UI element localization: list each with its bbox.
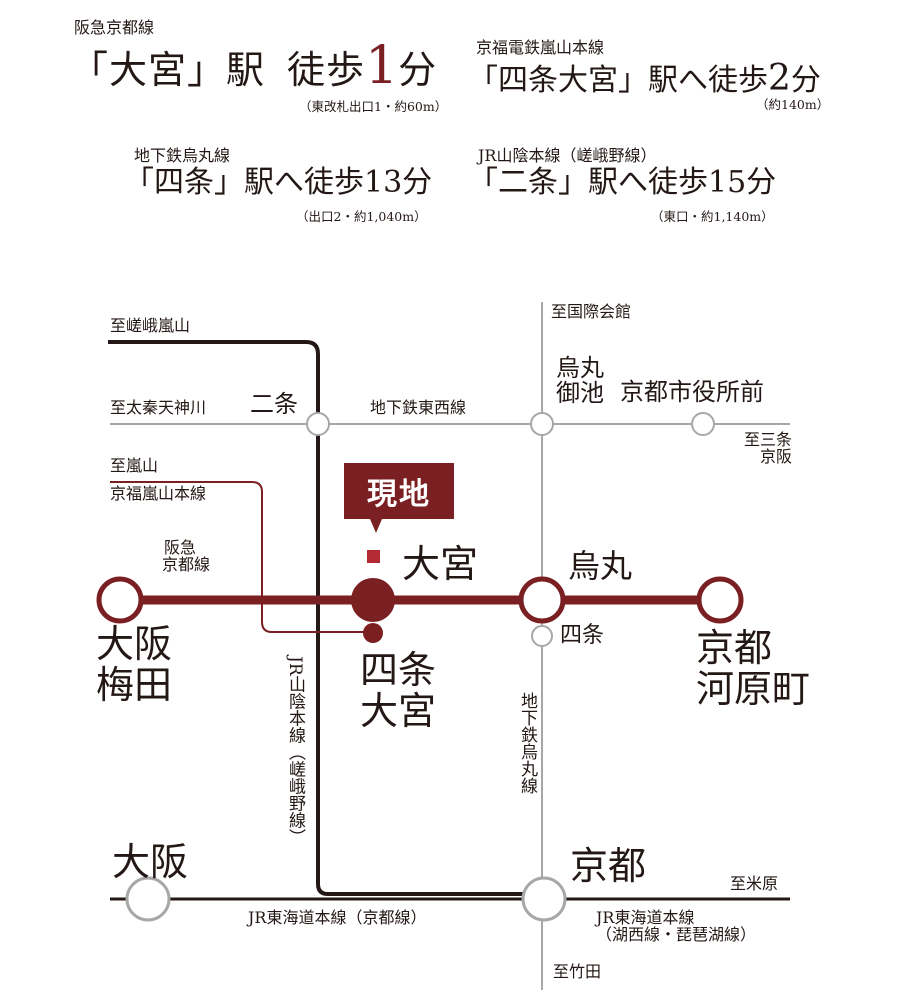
to-kokusaikaikan: 至国際会館 [551,302,632,321]
walk-text: 徒歩 [287,48,366,92]
kawaramachi-1: 京都 [696,626,773,670]
kawaramachi-label: 京都 河原町 [696,626,811,712]
tokaido-kosei-label: JR東海道本線 （湖西線・琵琶湖線） [596,908,757,944]
to-sanjo-keihan-1: 至三条 [744,430,793,449]
nijo-walk-heading: 「二条」駅へ徒歩15分 [468,165,777,200]
shijo-omiya-main: 「四条大宮」駅へ徒歩 [468,63,768,98]
shiyakusho-label: 京都市役所前 [620,378,764,406]
station-nijo [306,412,330,436]
osaka-umeda-label: 大阪 梅田 [96,622,173,708]
shijo-label: 四条 [560,623,605,648]
station-osaka [125,876,171,922]
omiya-walk-heading: 「大宮」駅徒歩1分 [70,36,437,96]
genchi-label: 現地 [344,463,454,519]
shijo-omiya-walk-heading: 「四条大宮」駅へ徒歩2分 [468,58,821,99]
kawaramachi-2: 河原町 [696,667,811,712]
keifuku-line-map-label: 京福嵐山本線 [110,484,207,503]
bracket-open: 「 [70,48,110,92]
station-osaka-umeda [96,576,144,624]
station-omiya: 大宮 [109,48,188,92]
jr-sanin-line [108,340,545,896]
to-sanjo-keihan: 至三条 京阪 [744,430,793,466]
osaka-umeda-2: 梅田 [96,663,173,708]
tozai-line-label: 地下鉄東西線 [370,398,467,417]
genchi-pointer [370,519,382,533]
shijo-omiya-label: 四条 大宮 [360,648,437,734]
shijo-note: （出口2・約1,040m） [296,209,427,224]
nijo-note: （東口・約1,140m） [651,209,774,224]
kyoto-label: 京都 [570,844,647,888]
omiya-label: 大宮 [402,542,479,586]
shijo-omiya-note: （約140m） [756,97,830,112]
keifuku-arashiyama-line [110,481,370,633]
minutes-unit: 分 [398,48,438,92]
hankyu-line-label: 阪急京都線 [74,18,155,37]
shijo-walk-heading: 「四条」駅へ徒歩13分 [124,165,433,200]
hankyu-line-2: 京都線 [162,554,211,574]
shijo-omiya-unit: 分 [790,63,821,98]
sanin-line-map-label: JR山陰本線（嵯峨野線） [285,656,305,846]
shijo-omiya-minutes: 2 [768,58,791,99]
keifuku-line-label: 京福電鉄嵐山本線 [476,38,605,57]
tokaido-kosei-1: JR東海道本線 [596,908,695,927]
station-shijo-omiya [363,623,383,643]
to-arashiyama: 至嵐山 [110,456,159,475]
omiya-note: （東改札出口1・約60m） [299,99,448,114]
station-karasuma-oike [530,412,554,436]
karasuma-oike-label: 烏丸 御池 [556,354,604,408]
sanin-line-label: JR山陰本線（嵯峨野線） [478,146,657,165]
to-sagaarashiyama: 至嵯峨嵐山 [110,316,191,335]
hankyu-line-map-label: 阪急 京都線 [162,538,211,574]
to-takeda: 至竹田 [553,962,602,981]
station-shijo [531,625,553,647]
station-karasuma [518,576,566,624]
bracket-close-eki: 」駅 [187,48,266,92]
osaka-umeda-1: 大阪 [96,622,173,666]
osaka-label: 大阪 [112,840,189,884]
walk-minutes: 1 [365,36,399,96]
tokaido-kyoto-label: JR東海道本線（京都線） [248,908,427,927]
station-kawaramachi [696,576,744,624]
karasuma-line-label: 地下鉄烏丸線 [134,146,231,165]
shijo-omiya-1: 四条 [360,648,437,692]
station-omiya [351,578,395,622]
to-sanjo-keihan-2: 京阪 [760,446,793,466]
karasuma-oike-2: 御池 [556,379,604,408]
nijo-label: 二条 [250,390,298,418]
karasuma-line-map-label: 地下鉄烏丸線 [517,692,537,794]
tokaido-kosei-2: （湖西線・琵琶湖線） [596,924,757,944]
to-maibara: 至米原 [730,874,779,893]
site-marker [367,550,380,563]
to-uzumasa: 至太秦天神川 [110,398,207,417]
station-kyoto [521,876,567,922]
karasuma-oike-1: 烏丸 [556,354,604,382]
shijo-omiya-2: 大宮 [360,689,437,734]
station-shiyakusho-mae [691,412,715,436]
hankyu-line-1: 阪急 [164,538,197,557]
karasuma-label: 烏丸 [568,547,633,585]
